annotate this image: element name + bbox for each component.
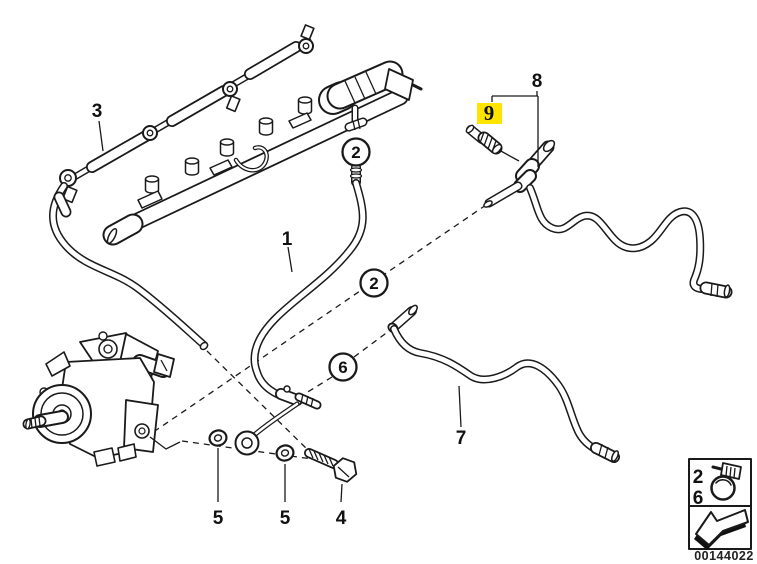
- callout-2a-label: 2: [351, 143, 360, 162]
- callout-leader-lines: [98, 91, 539, 503]
- fuel-rail-drawing: [102, 60, 423, 246]
- callout-9-label: 9: [484, 101, 495, 125]
- callout-5b-label[interactable]: 5: [280, 508, 291, 529]
- injector-ports: [144, 96, 313, 194]
- callout-3-label[interactable]: 3: [92, 101, 103, 122]
- hose-1-drawing: [249, 179, 367, 440]
- direction-arrow-icon: [694, 509, 749, 550]
- legend-box: 2 6: [688, 458, 752, 550]
- callout-9-highlighted[interactable]: 9: [477, 101, 502, 125]
- washers-and-bolt-drawing: [208, 429, 358, 483]
- fuel-line-3-drawing: [49, 24, 315, 351]
- callout-5a-label[interactable]: 5: [213, 508, 224, 529]
- alignment-dashed-lines: [151, 204, 487, 460]
- part-9-drawing: [465, 124, 520, 162]
- highlight-box: [477, 103, 502, 124]
- high-pressure-pump-drawing: [22, 331, 181, 467]
- callout-2a-circle[interactable]: 2: [341, 137, 371, 167]
- legend-row-2-label: 2: [693, 467, 704, 488]
- image-number: 00144022: [694, 549, 754, 563]
- callout-6-label: 6: [338, 358, 347, 377]
- hose-7-drawing: [387, 304, 620, 463]
- callout-8-label[interactable]: 8: [532, 71, 543, 92]
- legend-row-6-label: 6: [693, 488, 704, 509]
- callout-1-label[interactable]: 1: [282, 229, 293, 250]
- callout-6-circle[interactable]: 6: [328, 352, 358, 382]
- callout-2b-label: 2: [369, 274, 378, 293]
- hose-8-drawing: [483, 139, 733, 299]
- callout-4-label[interactable]: 4: [336, 508, 347, 529]
- callout-2b-circle[interactable]: 2: [359, 268, 389, 298]
- hose-clamp-icon: [710, 462, 742, 501]
- callout-7-label[interactable]: 7: [456, 428, 467, 449]
